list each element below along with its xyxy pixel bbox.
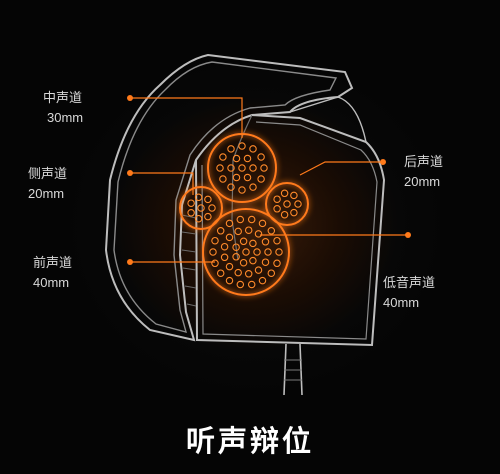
ear-cup-shell	[104, 53, 386, 396]
caption-title: 听声辩位	[185, 424, 314, 458]
label-mid-name: 中声道	[43, 91, 83, 106]
label-mid-channel: 中声道 30mm	[43, 89, 83, 127]
label-bass-name: 低音声道	[383, 276, 436, 291]
label-front-size: 40mm	[33, 275, 70, 290]
label-rear-channel: 后声道 20mm	[404, 153, 443, 191]
driver-rear-20mm	[265, 182, 309, 226]
callout-dots	[127, 95, 411, 265]
label-side-size: 20mm	[28, 186, 65, 201]
driver-side-20mm	[179, 186, 223, 230]
label-side-channel: 侧声道 20mm	[28, 165, 67, 203]
driver-front-40mm	[202, 208, 290, 296]
driver-units	[179, 133, 309, 296]
label-bass-size: 40mm	[383, 295, 420, 310]
driver-mid-30mm	[207, 133, 277, 203]
callout-lines	[130, 97, 408, 263]
label-front-channel: 前声道 40mm	[33, 254, 72, 292]
label-mid-size: 30mm	[47, 110, 84, 125]
label-side-name: 侧声道	[28, 167, 68, 182]
label-front-name: 前声道	[33, 256, 73, 271]
driver-perforations	[187, 142, 302, 289]
label-rear-name: 后声道	[404, 155, 444, 170]
label-bass-channel: 低音声道 40mm	[383, 274, 435, 312]
label-rear-size: 20mm	[404, 174, 441, 189]
